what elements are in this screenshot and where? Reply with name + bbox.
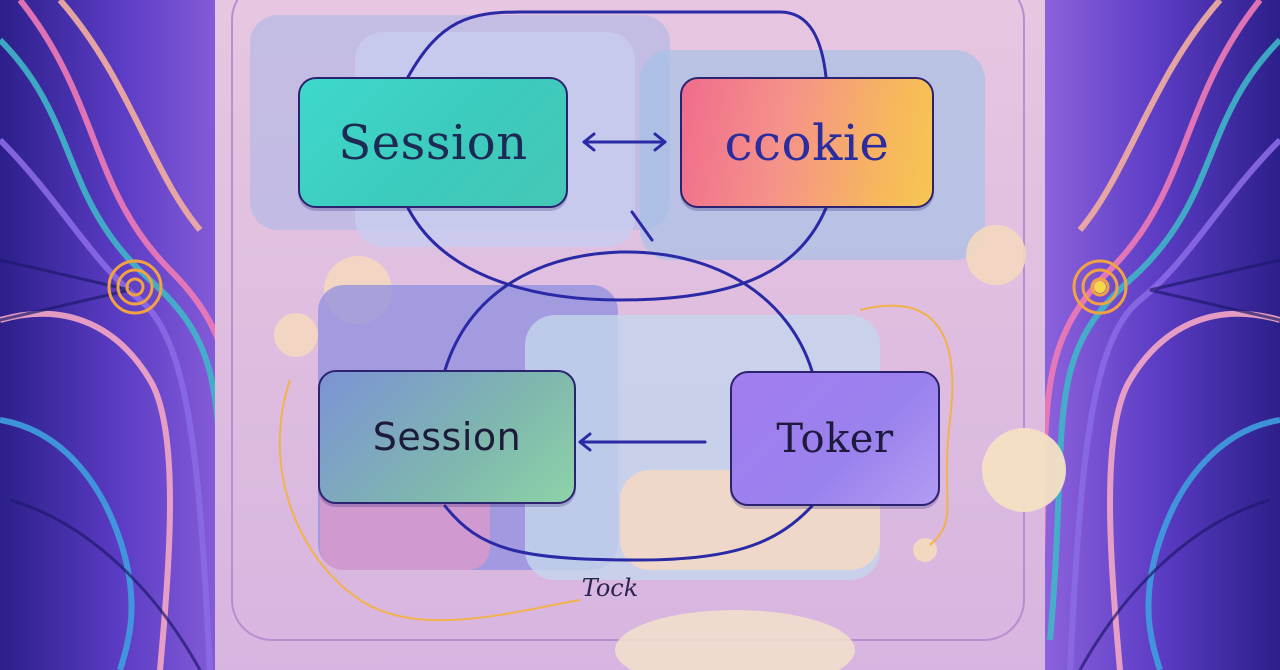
top-arc xyxy=(406,10,828,79)
node-label: ccokie xyxy=(724,113,890,172)
footer-label: Tock xyxy=(581,574,639,602)
node-token: Toker xyxy=(730,371,940,506)
node-session-top: Session xyxy=(298,77,568,208)
top-lower-arc xyxy=(406,206,828,302)
node-label: Toker xyxy=(776,415,894,462)
node-label: Session xyxy=(338,114,528,171)
tick-mark xyxy=(630,210,654,242)
node-session-bottom: Session xyxy=(318,370,576,504)
bottom-arc xyxy=(443,504,814,562)
connector-lines xyxy=(406,10,828,562)
node-cookie: ccokie xyxy=(680,77,934,208)
middle-arc xyxy=(443,250,814,373)
node-label: Session xyxy=(372,415,522,459)
